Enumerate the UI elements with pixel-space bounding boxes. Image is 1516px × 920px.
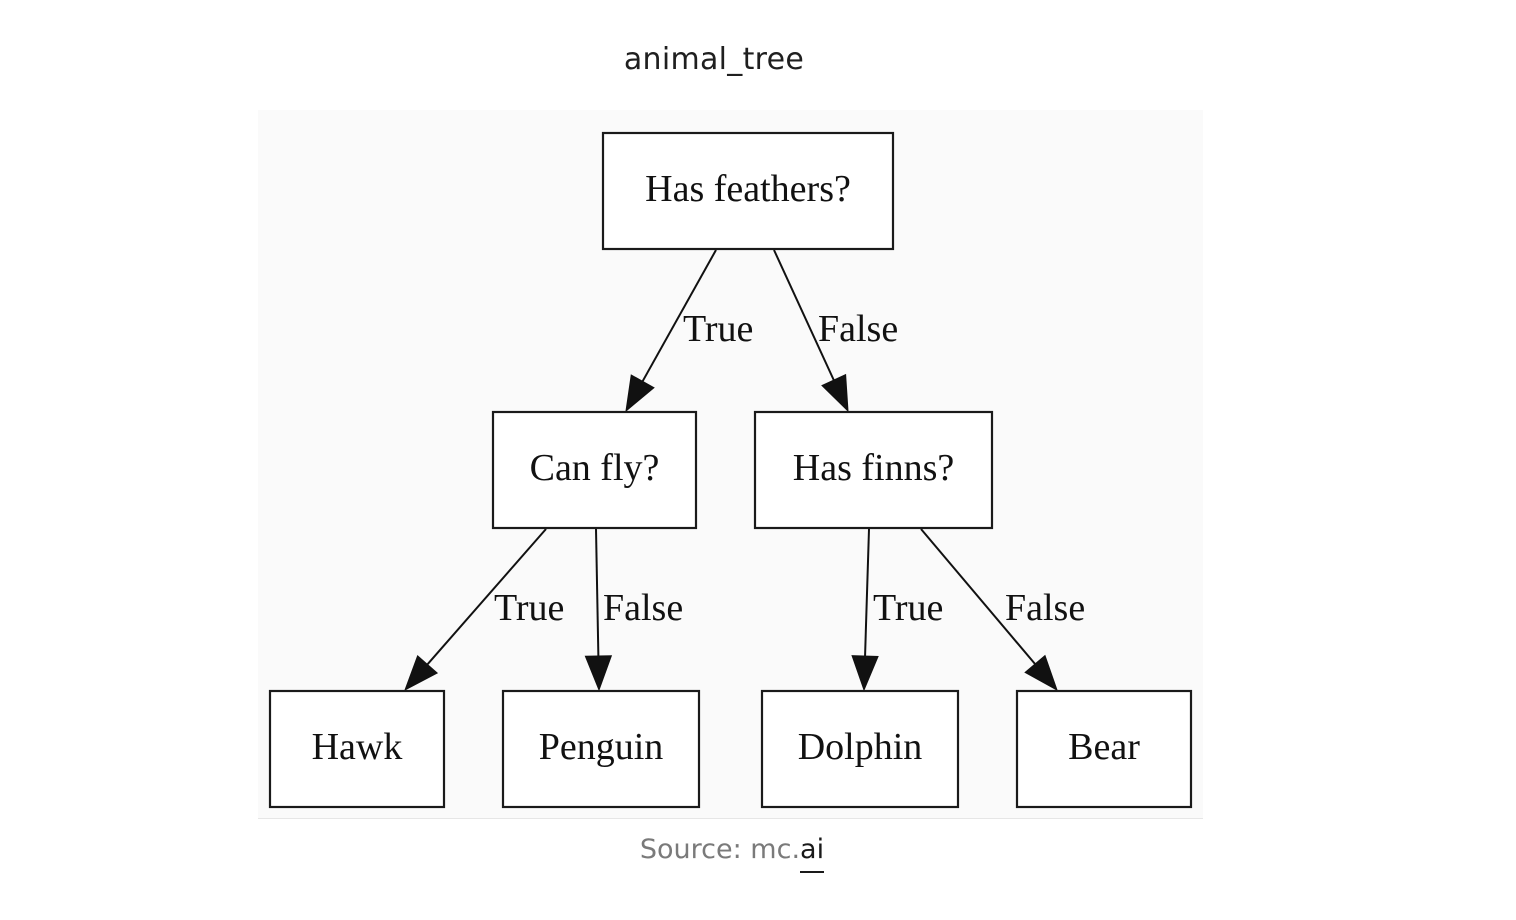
node-box — [753, 410, 994, 530]
edge-label-false: False — [603, 587, 683, 629]
edge-n1-n4 — [595, 528, 600, 657]
edge-label-true: True — [873, 587, 943, 629]
edge-label-true: True — [683, 308, 753, 350]
node-box — [268, 689, 446, 809]
source-caption: Source: mc.ai — [0, 834, 1464, 873]
edge-n0-n1 — [641, 249, 717, 382]
edge-label-false: False — [1005, 587, 1085, 629]
tree-node-n5: Dolphin — [760, 689, 960, 809]
diagram-title: animal_tree — [623, 42, 805, 77]
edge-n2-n5 — [864, 528, 870, 657]
tree-node-n2: Has finns? — [753, 410, 994, 530]
source-caption-prefix: Source: mc. — [639, 834, 801, 865]
node-box — [1015, 689, 1193, 809]
arrowhead-icon — [584, 655, 613, 692]
arrowhead-icon — [851, 655, 879, 692]
source-link[interactable]: ai — [800, 834, 825, 873]
node-label: Penguin — [539, 726, 664, 768]
tree-node-n1: Can fly? — [491, 410, 698, 530]
arrowhead-icon — [625, 374, 655, 413]
tree-node-n4: Penguin — [501, 689, 701, 809]
arrowhead-icon — [821, 373, 849, 413]
arrowhead-icon — [404, 655, 439, 692]
node-label: Can fly? — [530, 447, 660, 489]
nodes-layer: Has feathers? Can fly? Has finns? Hawk Pengu… — [268, 131, 1193, 809]
arrowhead-icon — [1024, 654, 1058, 692]
node-label: Hawk — [312, 726, 403, 768]
edge-label-false: False — [818, 308, 898, 350]
edge-n0-n2 — [773, 249, 835, 381]
node-label: Dolphin — [798, 726, 923, 768]
node-box — [760, 689, 960, 809]
node-box — [601, 131, 895, 251]
tree-node-n6: Bear — [1015, 689, 1193, 809]
edge-n1-n3 — [426, 528, 547, 666]
edge-label-true: True — [494, 587, 564, 629]
node-label: Bear — [1068, 726, 1140, 768]
node-label: Has feathers? — [645, 168, 851, 210]
node-box — [491, 410, 698, 530]
tree-node-n3: Hawk — [268, 689, 446, 809]
edge-n2-n6 — [920, 528, 1036, 665]
node-box — [501, 689, 701, 809]
node-label: Has finns? — [793, 447, 954, 489]
tree-node-n0: Has feathers? — [601, 131, 895, 251]
